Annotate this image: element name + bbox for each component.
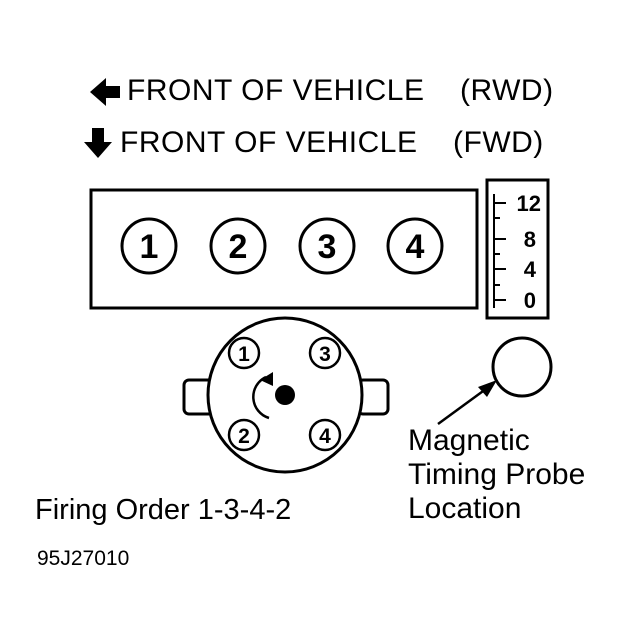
distributor-cap: 1 3 2 4 — [182, 316, 390, 474]
cylinder-2-number: 2 — [229, 228, 248, 266]
figure-id: 95J27010 — [37, 547, 130, 570]
fwd-drive-tag: (FWD) — [453, 126, 544, 159]
terminal-3-circle — [308, 336, 342, 370]
timing-probe-circle — [491, 336, 553, 398]
rotor-center — [275, 385, 295, 405]
cylinder-4-circle — [386, 217, 444, 275]
probe-label-line-2: Timing Probe — [408, 458, 586, 491]
timing-mark-4: 4 — [524, 257, 537, 282]
cylinder-2-circle — [209, 217, 267, 275]
cylinder-3-circle — [298, 217, 356, 275]
terminal-4-circle — [308, 418, 342, 452]
terminal-4-number: 4 — [319, 425, 331, 448]
terminal-1-number: 1 — [238, 343, 250, 366]
arrow-down-icon — [84, 128, 112, 158]
terminal-1-circle — [227, 336, 261, 370]
engine-block — [89, 188, 479, 310]
terminal-2-number: 2 — [238, 425, 250, 448]
rotation-arrow-icon — [252, 375, 270, 420]
terminal-2-circle — [227, 418, 261, 452]
rwd-drive-tag: (RWD) — [460, 74, 554, 107]
timing-mark-0: 0 — [524, 288, 536, 313]
timing-mark-12: 12 — [517, 191, 541, 216]
rwd-front-label: FRONT OF VEHICLE — [127, 74, 425, 107]
probe-leader-line — [437, 384, 491, 426]
arrow-left-icon — [90, 78, 120, 106]
probe-label-line-3: Location — [408, 492, 522, 525]
fwd-front-label: FRONT OF VEHICLE — [120, 126, 418, 159]
cylinder-3-number: 3 — [318, 228, 337, 266]
probe-leader-arrowhead — [478, 380, 497, 397]
probe-label-line-1: Magnetic — [408, 424, 530, 457]
timing-mark-8: 8 — [524, 227, 536, 252]
terminal-3-number: 3 — [319, 343, 331, 366]
timing-scale: 12 8 4 0 — [485, 178, 550, 320]
firing-order-label: Firing Order 1-3-4-2 — [35, 494, 292, 526]
cylinder-1-circle — [120, 217, 178, 275]
cylinder-1-number: 1 — [140, 228, 159, 266]
cylinder-4-number: 4 — [406, 228, 425, 266]
